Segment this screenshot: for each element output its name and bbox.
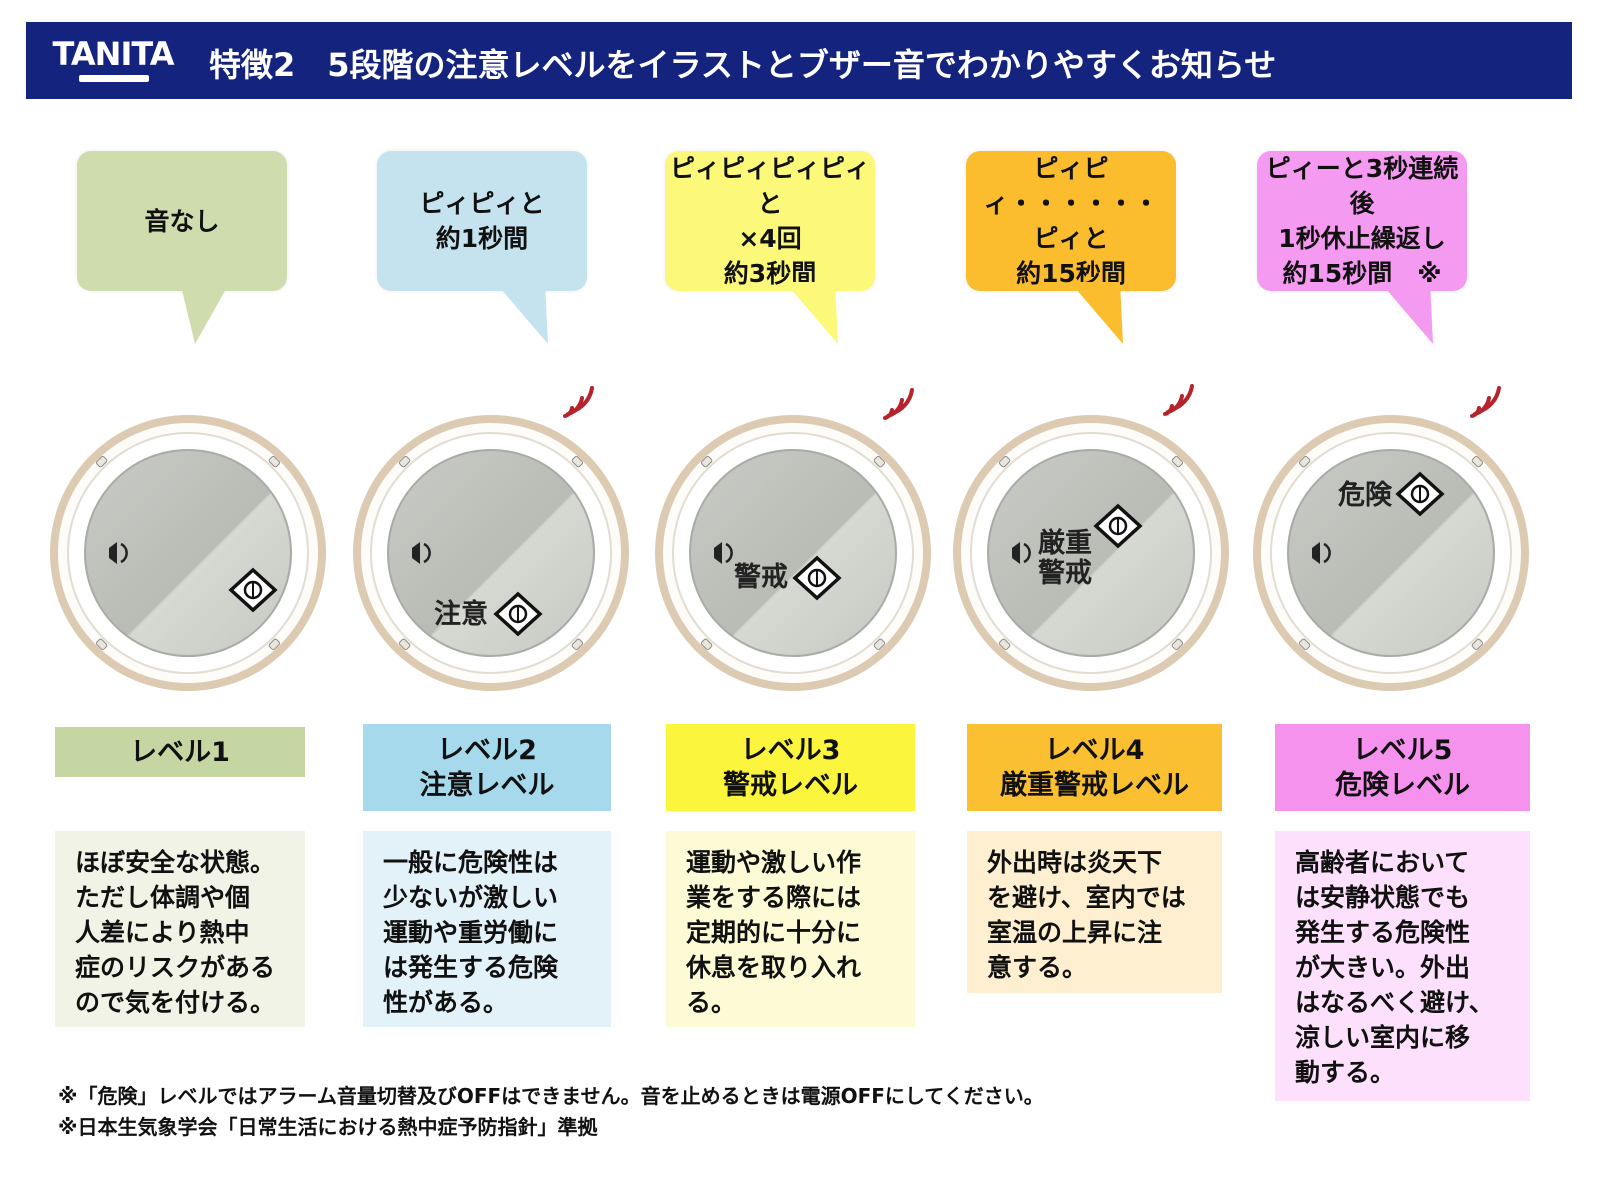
speech-bubble-tail: [785, 282, 838, 344]
heatstroke-meter-device-level-2: 注意: [353, 415, 629, 691]
level-description-text: 運動や激しい作 業をする際には 定期的に十分に 休息を取り入れ る。: [686, 848, 862, 1017]
level-label-text: レベル3 警戒レベル: [723, 734, 858, 801]
buzzer-sound-icon: [563, 386, 594, 418]
buzzer-sound-icon: [1163, 384, 1194, 416]
page-title: 特徴2 5段階の注意レベルをイラストとブザー音でわかりやすくお知らせ: [209, 46, 1277, 84]
level-label-5: レベル5 危険レベル: [1275, 724, 1530, 811]
buzzer-pattern-text: ピィピィと 約1秒間: [419, 189, 545, 253]
logo-tagline-bar: [79, 75, 149, 82]
speech-bubble-tail: [1070, 282, 1123, 344]
level-label-text: レベル4 厳重警戒レベル: [1000, 734, 1189, 801]
level-label-text: レベル2 注意レベル: [419, 734, 555, 801]
tanita-logo: TANITA: [48, 35, 178, 83]
level-description-4: 外出時は炎天下 を避け、室内では 室温の上昇に注 意する。: [967, 831, 1222, 993]
warning-face-icon: [792, 555, 842, 601]
buzzer-sound-icon: [883, 388, 914, 420]
level-label-2: レベル2 注意レベル: [363, 724, 611, 811]
warning-face-icon: [1395, 471, 1445, 517]
device-screen-label: 警戒: [734, 562, 788, 593]
speech-bubble-level-5: ピィーと3秒連続後 1秒休止繰返し 約15秒間 ※: [1257, 151, 1467, 291]
speech-bubble-level-4: ピィピィ・・・・・・ ピィと 約15秒間: [966, 151, 1176, 291]
device-screen-label: 厳重警戒: [1038, 527, 1092, 589]
heatstroke-meter-device-level-4: 厳重警戒: [953, 415, 1229, 691]
heatstroke-meter-device-level-3: 警戒: [655, 415, 931, 691]
level-description-text: 高齢者において は安静状態でも 発生する危険性 が大きい。外出 はなるべく避け、…: [1295, 848, 1494, 1087]
level-description-text: 外出時は炎天下 を避け、室内では 室温の上昇に注 意する。: [987, 848, 1186, 982]
heatstroke-meter-device-level-5: 危険: [1253, 415, 1529, 691]
heatstroke-meter-device-level-1: [50, 415, 326, 691]
level-description-text: 一般に危険性は 少ないが激しい 運動や重労働に は発生する危険 性がある。: [383, 848, 559, 1017]
buzzer-pattern-text: ピィピィ・・・・・・ ピィと 約15秒間: [983, 154, 1159, 288]
device-screen-label: 危険: [1338, 479, 1393, 511]
level-label-1: レベル1: [55, 727, 305, 777]
footnote-source: ※日本生気象学会「日常生活における熱中症予防指針」準拠: [58, 1115, 598, 1139]
speech-bubble-tail: [495, 282, 548, 344]
level-description-1: ほぼ安全な状態。 ただし体調や個 人差により熱中 症のリスクがある ので気を付け…: [55, 831, 305, 1027]
speech-bubble-level-2: ピィピィと 約1秒間: [377, 151, 587, 291]
speech-bubble-level-3: ピィピィピィピィと ×4回 約3秒間: [665, 151, 875, 291]
buzzer-pattern-text: 音なし: [144, 206, 220, 236]
level-label-4: レベル4 厳重警戒レベル: [967, 724, 1222, 811]
warning-face-icon: [228, 567, 278, 613]
buzzer-sound-icon: [1470, 386, 1501, 418]
level-description-3: 運動や激しい作 業をする際には 定期的に十分に 休息を取り入れ る。: [666, 831, 915, 1027]
level-description-2: 一般に危険性は 少ないが激しい 運動や重労働に は発生する危険 性がある。: [363, 831, 611, 1027]
level-label-3: レベル3 警戒レベル: [666, 724, 915, 811]
device-screen-label: 注意: [434, 598, 488, 630]
speech-bubble-level-1: 音なし: [77, 151, 287, 291]
speech-bubble-tail: [1380, 282, 1433, 344]
speech-bubble-tail: [180, 282, 230, 344]
footnote-danger: ※「危険」レベルではアラーム音量切替及びOFFはできません。音を止めるときは電源…: [58, 1084, 1044, 1108]
logo-text: TANITA: [52, 35, 175, 73]
buzzer-pattern-text: ピィーと3秒連続後 1秒休止繰返し 約15秒間 ※: [1265, 154, 1459, 288]
level-description-5: 高齢者において は安静状態でも 発生する危険性 が大きい。外出 はなるべく避け、…: [1275, 831, 1530, 1101]
warning-face-icon: [493, 591, 543, 637]
warning-face-icon: [1093, 503, 1143, 549]
level-label-text: レベル1: [130, 736, 230, 768]
level-description-text: ほぼ安全な状態。 ただし体調や個 人差により熱中 症のリスクがある ので気を付け…: [75, 848, 276, 1017]
level-label-text: レベル5 危険レベル: [1335, 734, 1470, 801]
header-banner: TANITA 特徴2 5段階の注意レベルをイラストとブザー音でわかりやすくお知ら…: [26, 22, 1572, 99]
buzzer-pattern-text: ピィピィピィピィと ×4回 約3秒間: [669, 154, 870, 288]
